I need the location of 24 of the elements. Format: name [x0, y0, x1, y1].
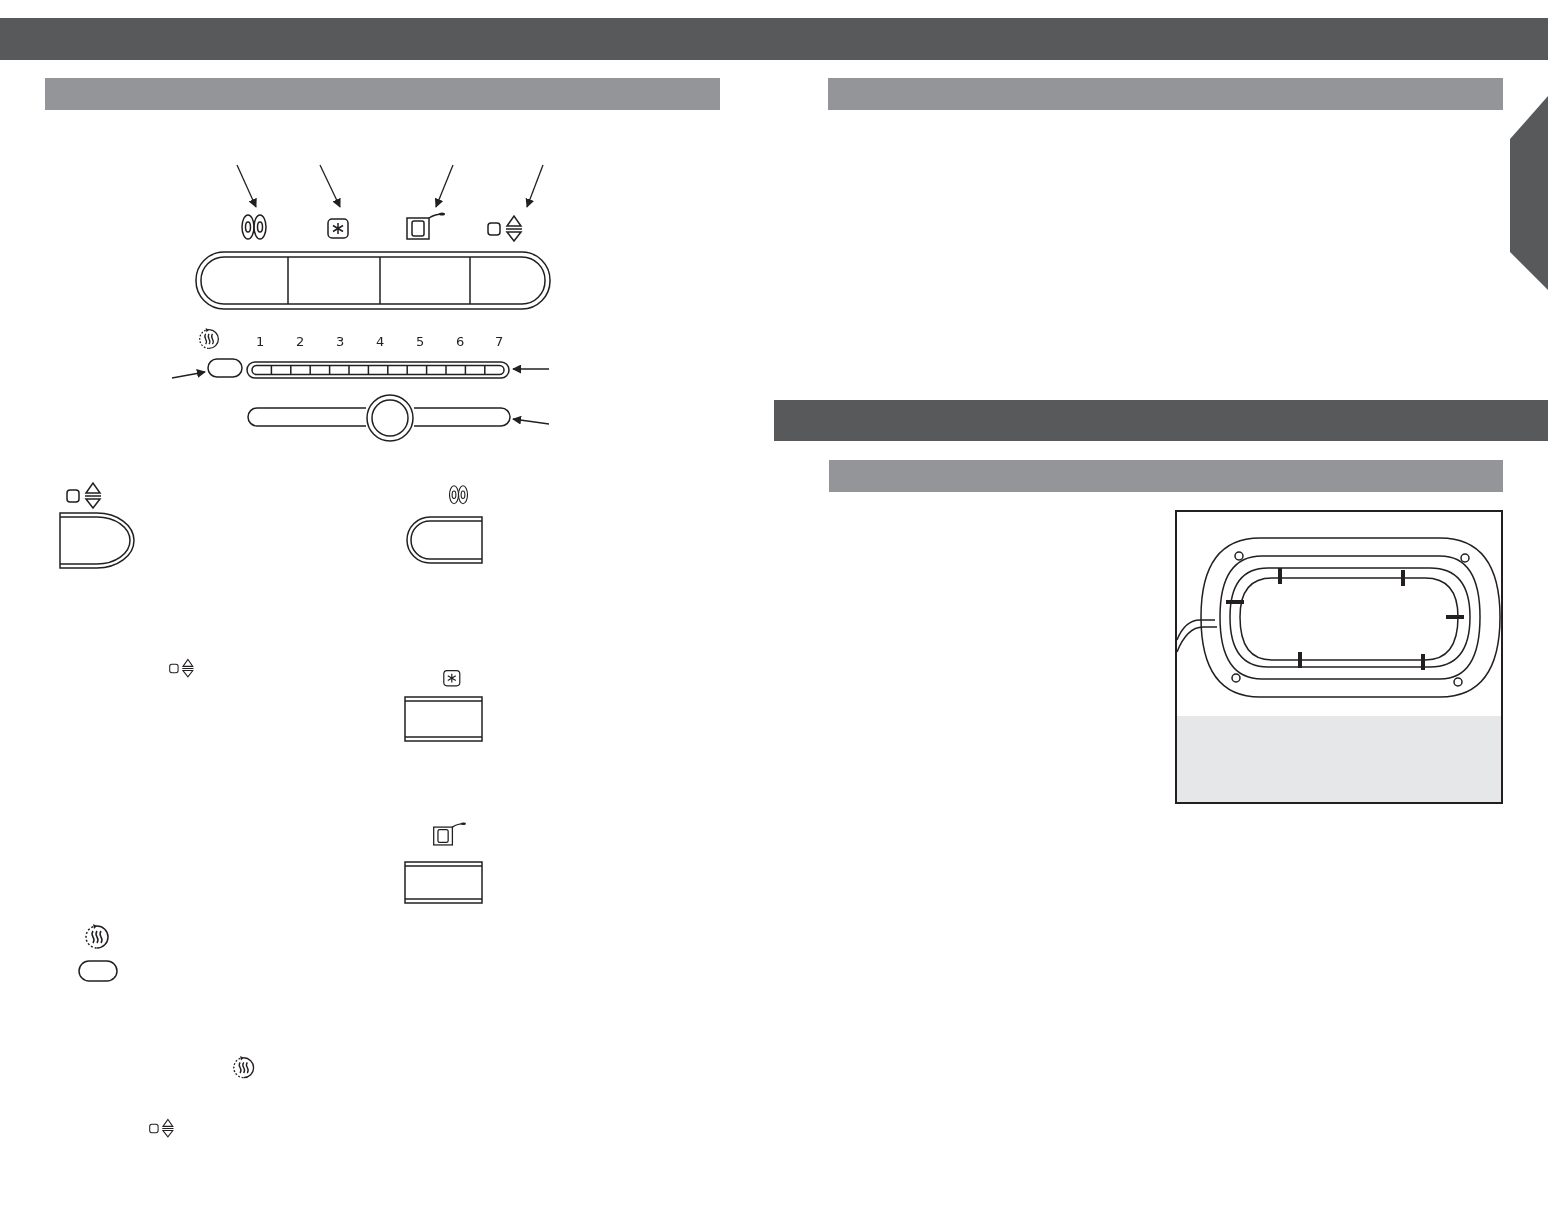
leader-arrow [512, 364, 550, 374]
shade-slider-drawing [247, 394, 511, 442]
leader-arrow [525, 164, 544, 208]
leader-arrow [512, 415, 550, 425]
shade-number: 6 [456, 334, 465, 350]
section-bar [828, 78, 1503, 110]
shade-number: 1 [256, 334, 265, 350]
section-bar [45, 78, 720, 110]
shade-number: 7 [495, 334, 504, 350]
leader-arrow [236, 164, 257, 208]
leader-arrow [434, 164, 454, 208]
shade-indicator-bar [246, 361, 510, 379]
up-down-arrows-icon [487, 214, 525, 242]
shade-number: 5 [416, 334, 425, 350]
bagel-icon [240, 214, 268, 240]
leader-arrow [319, 164, 341, 208]
shade-number: 3 [336, 334, 345, 350]
section-bar [829, 460, 1503, 492]
shade-number: 2 [296, 334, 305, 350]
cancel-button-drawing [207, 358, 243, 378]
shade-number: 4 [376, 334, 385, 350]
snowflake-bread-icon [327, 217, 349, 239]
leader-arrow [171, 369, 206, 379]
toaster-slot-icon [405, 212, 445, 240]
